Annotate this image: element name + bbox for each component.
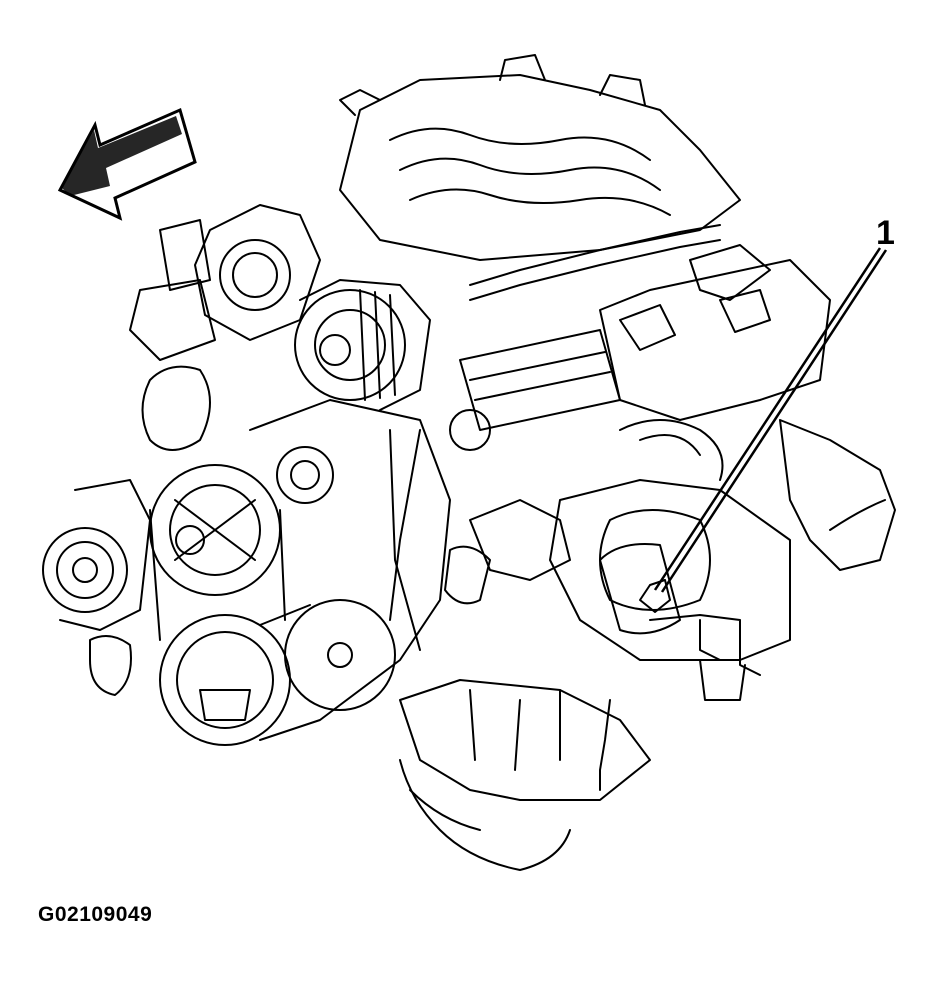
figure-id: G02109049 [38,903,153,926]
front-direction-arrow-icon [60,110,195,218]
engine-line-drawing-icon [43,55,895,870]
callout-number-1: 1 [876,214,895,252]
callout-leader-line [655,248,886,592]
